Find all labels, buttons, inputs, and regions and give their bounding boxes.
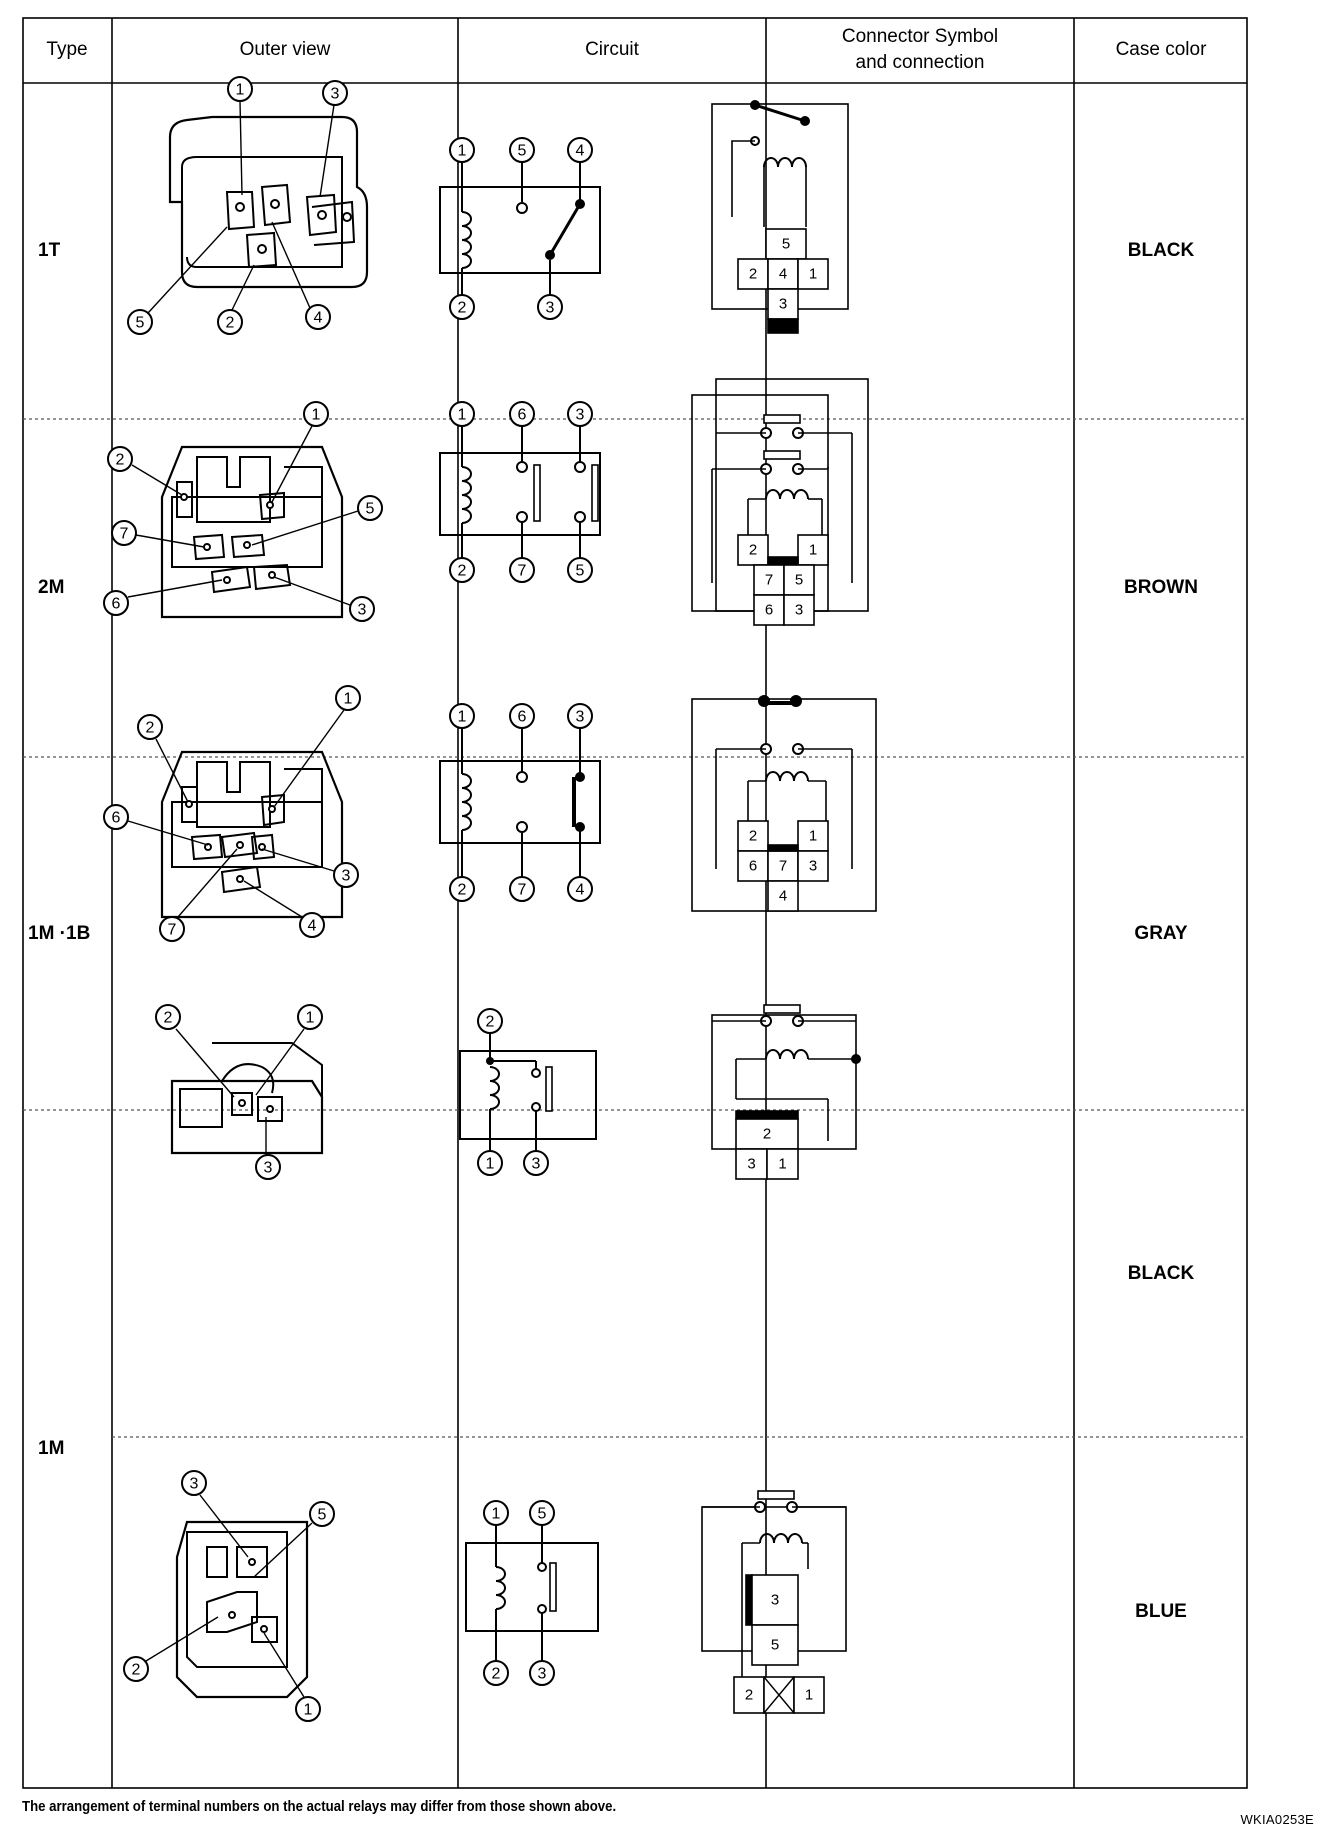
footnote: The arrangement of terminal numbers on t… (22, 1798, 617, 1815)
case-color-2m: BROWN (1124, 577, 1198, 598)
type-label-1m: 1M (38, 1437, 65, 1459)
header-outer-view: Outer view (239, 39, 331, 60)
type-label-1t: 1T (38, 240, 61, 261)
header-connector-line1: Connector Symbol (841, 26, 999, 47)
figure-code: WKIA0253E (1240, 1812, 1314, 1827)
relay-table: Type Outer view Circuit Connector Symbol… (22, 17, 1248, 1789)
case-color-1m1b: GRAY (1134, 922, 1188, 944)
case-color-1m-b: BLUE (1135, 1601, 1187, 1622)
table-grid (22, 17, 1248, 1789)
header-type: Type (46, 39, 88, 60)
type-label-1m1b: 1M ·1B (28, 922, 91, 944)
header-case-color: Case color (1115, 39, 1207, 60)
case-color-1t: BLACK (1127, 240, 1195, 261)
type-label-2m: 2M (38, 577, 65, 598)
header-connector-line2: and connection (855, 52, 985, 73)
header-connector: Connector Symbol and connection (766, 17, 1074, 83)
case-color-1m-a: BLACK (1127, 1262, 1195, 1284)
header-circuit: Circuit (585, 39, 639, 60)
